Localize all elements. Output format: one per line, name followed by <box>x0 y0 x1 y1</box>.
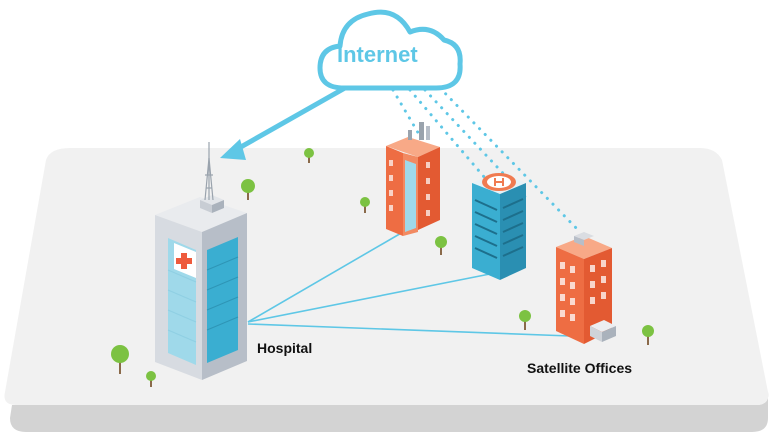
tree-icon <box>519 310 531 330</box>
arrow-head-icon <box>220 139 246 160</box>
dotted-link-4 <box>438 86 582 234</box>
satellite-offices-label: Satellite Offices <box>527 360 633 376</box>
internet-label: Internet <box>337 42 418 67</box>
dotted-link-2 <box>408 88 487 180</box>
internet-arrow <box>220 81 355 160</box>
network-links <box>247 231 571 337</box>
tree-icon <box>146 371 156 387</box>
hospital-cross-icon <box>174 243 196 278</box>
office-building-2 <box>472 172 526 280</box>
tree-icon <box>241 179 255 200</box>
helipad-icon <box>482 173 516 191</box>
dotted-link-1 <box>391 88 422 138</box>
dotted-link-3 <box>423 88 530 202</box>
link-hospital-office-2 <box>247 271 501 323</box>
tree-icon <box>111 345 129 374</box>
link-hospital-office-1 <box>247 231 404 323</box>
radio-tower-icon <box>204 142 214 201</box>
tree-icon <box>304 148 314 163</box>
link-hospital-office-3 <box>247 323 571 337</box>
hospital-label: Hospital <box>257 340 313 356</box>
office-building-1 <box>386 122 440 236</box>
tree-icon <box>360 197 370 213</box>
internet-dotted-links <box>391 86 582 234</box>
hospital-building <box>155 142 247 380</box>
office-building-3 <box>556 232 616 344</box>
cloud-icon <box>317 9 463 91</box>
trees <box>111 148 654 387</box>
tree-icon <box>642 325 654 345</box>
tree-icon <box>435 236 447 255</box>
